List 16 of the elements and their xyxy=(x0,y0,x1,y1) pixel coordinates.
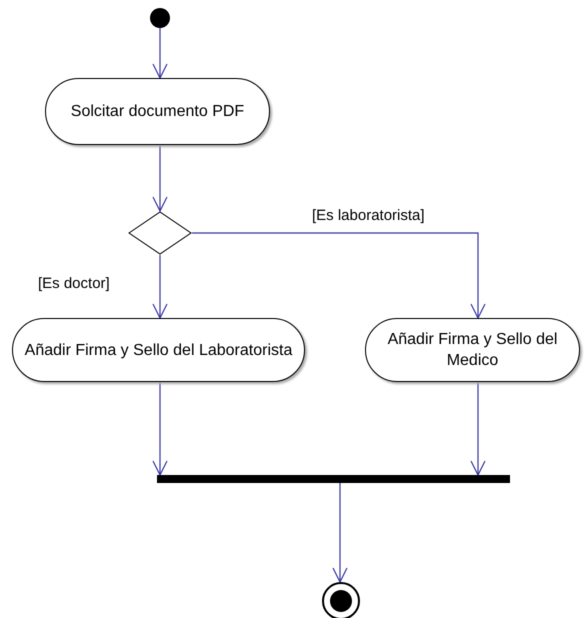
final-node xyxy=(322,582,360,618)
arrow xyxy=(152,382,168,476)
arrow xyxy=(152,28,168,79)
edge-label: [Es laboratorista] xyxy=(312,207,425,224)
join-bar xyxy=(157,475,510,483)
arrow xyxy=(152,145,168,212)
arrow xyxy=(152,255,168,319)
arrow xyxy=(332,483,348,583)
action-node: Añadir Firma y Sello del Medico xyxy=(365,318,580,382)
arrow xyxy=(470,382,486,476)
initial-node xyxy=(150,8,170,28)
arrow xyxy=(192,232,486,319)
decision-diamond xyxy=(128,211,192,255)
action-node: Añadir Firma y Sello del Laboratorista xyxy=(12,318,305,382)
edge-label: [Es doctor] xyxy=(38,275,110,292)
action-node: Solcitar documento PDF xyxy=(45,78,270,145)
